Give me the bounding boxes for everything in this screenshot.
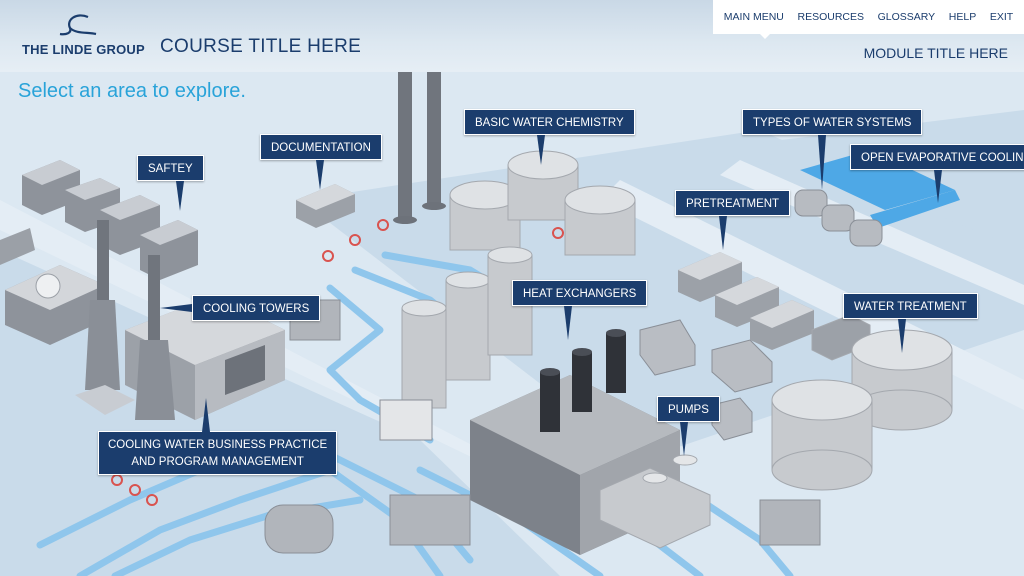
cooling-water-business-line2: AND PROGRAM MANAGEMENT <box>131 456 304 468</box>
area-cooling-towers-button[interactable]: COOLING TOWERS <box>192 295 321 321</box>
area-types-of-water-systems-button[interactable]: TYPES OF WATER SYSTEMS <box>742 109 923 135</box>
nav-exit[interactable]: EXIT <box>989 11 1014 23</box>
documentation-building <box>296 184 355 228</box>
pumps-pointer-icon <box>680 422 688 456</box>
area-safety-button[interactable]: SAFTEY <box>137 155 204 181</box>
cooling-water-business-line1: COOLING WATER BUSINESS PRACTICE <box>108 439 328 451</box>
pretreatment-buildings <box>678 252 814 350</box>
area-pumps-button[interactable]: PUMPS <box>657 396 720 422</box>
linde-logo-mark-icon <box>59 14 97 36</box>
valve-handles <box>111 219 564 506</box>
storage-tanks <box>449 150 636 256</box>
module-title: MODULE TITLE HERE <box>863 45 1008 61</box>
safety-pointer-icon <box>176 181 184 211</box>
water-treatment-pointer-icon <box>898 319 906 353</box>
open-evaporative-cooling-pointer-icon <box>934 170 942 203</box>
cooling-towers-pointer-icon <box>160 304 192 312</box>
nav-help[interactable]: HELP <box>948 11 977 23</box>
cooling-water-business-pointer-icon <box>202 398 210 432</box>
left-stacks <box>75 220 175 420</box>
instruction-text: Select an area to explore. <box>18 80 246 102</box>
nav-main-menu[interactable]: MAIN MENU <box>723 11 784 23</box>
nav-resources[interactable]: RESOURCES <box>797 11 864 23</box>
trucks <box>639 319 773 441</box>
linde-logo: THE LINDE GROUP <box>22 14 145 59</box>
nav-glossary[interactable]: GLOSSARY <box>877 11 936 23</box>
area-heat-exchangers-button[interactable]: HEAT EXCHANGERS <box>512 280 648 306</box>
area-open-evaporative-cooling-button[interactable]: OPEN EVAPORATIVE COOLING <box>850 144 1024 170</box>
main-stacks <box>393 72 446 224</box>
course-title: COURSE TITLE HERE <box>160 36 362 57</box>
left-buildings <box>0 160 198 345</box>
pretreatment-pointer-icon <box>719 216 727 250</box>
types-of-water-systems-pointer-icon <box>818 135 826 190</box>
area-documentation-button[interactable]: DOCUMENTATION <box>260 134 382 160</box>
area-basic-water-chemistry-button[interactable]: BASIC WATER CHEMISTRY <box>464 109 635 135</box>
documentation-pointer-icon <box>316 160 324 190</box>
area-water-treatment-button[interactable]: WATER TREATMENT <box>843 293 978 319</box>
top-nav: MAIN MENU RESOURCES GLOSSARY HELP EXIT <box>713 0 1024 34</box>
active-nav-indicator <box>760 34 770 39</box>
heat-exchangers-pointer-icon <box>564 306 572 340</box>
basic-water-chemistry-pointer-icon <box>537 135 545 165</box>
pumps-equipment <box>599 454 711 549</box>
water-treatment-tanks <box>771 314 953 491</box>
area-cooling-water-business-button[interactable]: COOLING WATER BUSINESS PRACTICE AND PROG… <box>98 431 338 475</box>
water-system-units <box>794 189 883 247</box>
area-pretreatment-button[interactable]: PRETREATMENT <box>675 190 791 216</box>
company-name: THE LINDE GROUP <box>22 42 145 57</box>
process-columns <box>401 246 533 409</box>
